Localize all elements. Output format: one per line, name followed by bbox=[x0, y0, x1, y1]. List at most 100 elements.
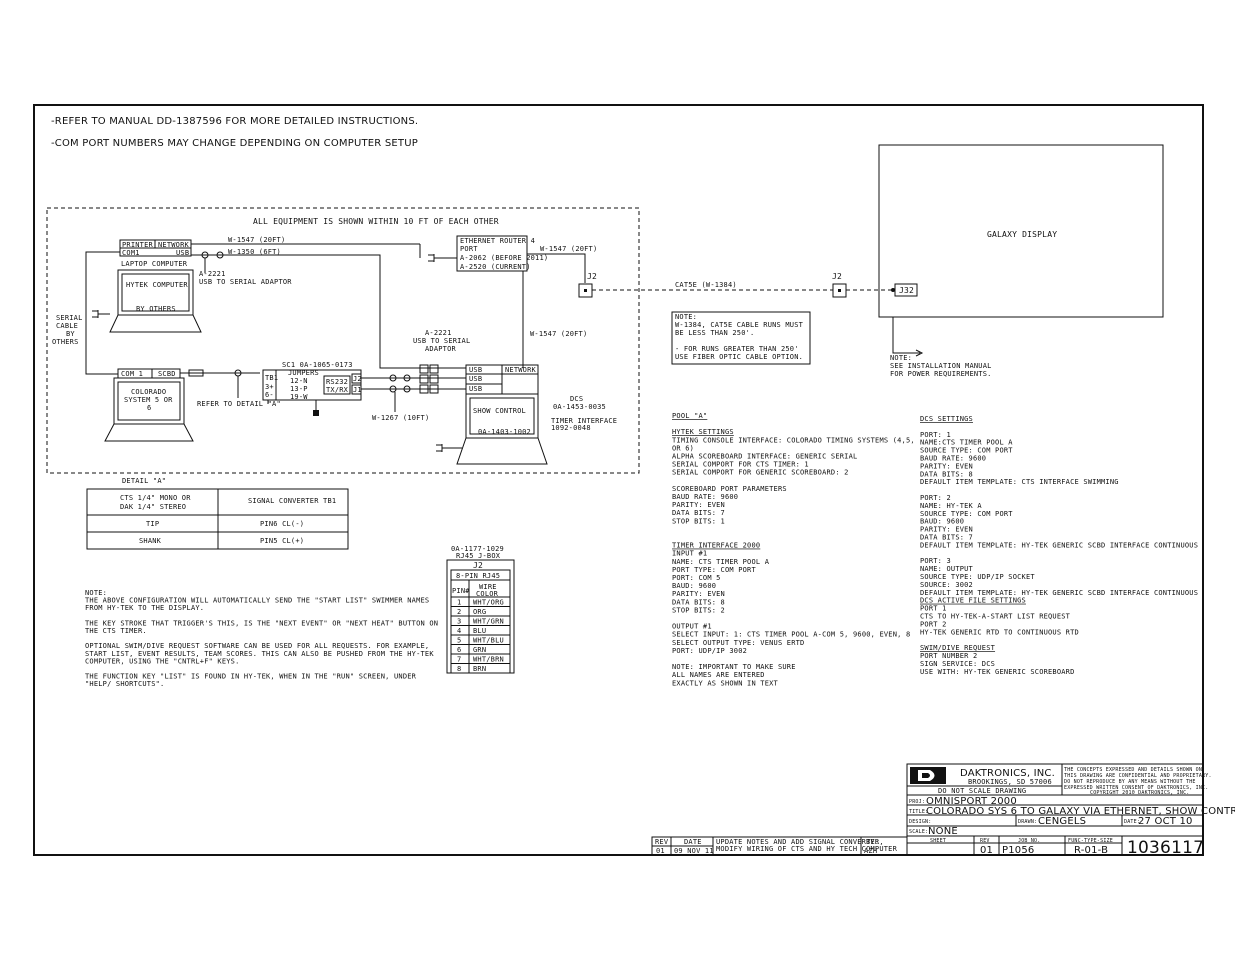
cat5-note-l1: NOTE: bbox=[675, 313, 697, 321]
func-value: R-01-B bbox=[1074, 845, 1108, 856]
laptop2-usb1: USB bbox=[469, 366, 482, 374]
bottom_note-line-5: THE CTS TIMER. bbox=[85, 627, 147, 635]
dcs-line-16: DEFAULT ITEM TEMPLATE: HY-TEK GENERIC SC… bbox=[920, 541, 1198, 549]
dcs-line-32: USE WITH: HY-TEK GENERIC SCOREBOARD bbox=[920, 668, 1075, 676]
laptop1-network: NETWORK bbox=[158, 241, 189, 249]
laptop1-usb: USB bbox=[176, 249, 189, 257]
pool-line-7: SERIAL COMPORT FOR GENERIC SCOREBOARD: 2 bbox=[672, 469, 849, 477]
jbox-color: WHT/BRN bbox=[473, 656, 504, 664]
sc1-title: SC1 0A-1065-0173 bbox=[282, 361, 353, 369]
company-name: DAKTRONICS, INC. bbox=[960, 768, 1055, 779]
router-l4: A-2520 (CURRENT) bbox=[460, 263, 531, 271]
design-label: DESIGN: bbox=[909, 819, 931, 825]
laptop2-usb3: USB bbox=[469, 385, 482, 393]
cat5e-label: CAT5E (W-1384) bbox=[675, 281, 737, 289]
laptop1-com1: COM1 bbox=[122, 249, 140, 257]
router-l3: A-2062 (BEFORE 2011) bbox=[460, 254, 548, 262]
dcs-line-3: NAME:CTS TIMER POOL A bbox=[920, 439, 1013, 447]
detail-a-h2: SIGNAL CONVERTER TB1 bbox=[248, 497, 336, 505]
laptop1-title: LAPTOP COMPUTER bbox=[121, 260, 188, 268]
dcs-line-8: DEFAULT ITEM TEMPLATE: CTS INTERFACE SWI… bbox=[920, 478, 1119, 486]
dcs-line-14: PARITY: EVEN bbox=[920, 526, 973, 534]
rev-date: 09 NOV 11 bbox=[674, 847, 714, 855]
bottom_note-line-1: THE ABOVE CONFIGURATION WILL AUTOMATICAL… bbox=[85, 597, 429, 605]
jbox-desc: RJ45 J-BOX bbox=[456, 552, 501, 560]
serial-cable-l1: SERIAL bbox=[56, 314, 83, 322]
dcs-line-5: BAUD RATE: 9600 bbox=[920, 455, 986, 463]
pool-line-19: PORT TYPE: COM PORT bbox=[672, 566, 756, 574]
dcs-line-26: PORT 2 bbox=[920, 620, 947, 628]
bottom_note-line-8: START LIST, EVENT RESULTS, TEAM SCORES. … bbox=[85, 650, 434, 658]
drawing-number: 1036117 bbox=[1127, 838, 1204, 858]
legal-l3: DO NOT REPRODUCE BY ANY MEANS WITHOUT TH… bbox=[1064, 779, 1196, 785]
bottom_note-line-0: NOTE: bbox=[85, 589, 107, 597]
pool-line-26: OUTPUT #1 bbox=[672, 623, 712, 631]
jbox-pin: 5 bbox=[457, 637, 461, 645]
laptop2-part: 0A-1403-1002 bbox=[478, 428, 531, 436]
jbox-wire-label: WIRE bbox=[479, 583, 497, 591]
no-scale: DO NOT SCALE DRAWING bbox=[938, 787, 1026, 795]
jbox-color: BLU bbox=[473, 627, 486, 635]
colorado-com1: COM 1 bbox=[121, 370, 143, 378]
rev-date-label: DATE bbox=[684, 838, 702, 846]
pool-line-4: OR 6) bbox=[672, 444, 694, 452]
rev-value-tb: 01 bbox=[980, 845, 993, 856]
rev-desc2: MODIFY WIRING OF CTS AND HY TECH COMPUTE… bbox=[716, 845, 898, 853]
j2-left-label: J2 bbox=[587, 272, 597, 281]
dcs-line-13: BAUD: 9600 bbox=[920, 518, 964, 526]
pool-line-32: ALL NAMES ARE ENTERED bbox=[672, 671, 765, 679]
sc1-p3: 3+ bbox=[265, 383, 274, 391]
bottom_note-line-9: COMPUTER, USING THE "CNTRL+F" KEYS. bbox=[85, 657, 240, 665]
show-control-laptop: USB NETWORK USB USB SHOW CONTROL 0A-1403… bbox=[456, 364, 548, 465]
serial-cable-l3: BY bbox=[66, 330, 75, 338]
pool-line-31: NOTE: IMPORTANT TO MAKE SURE bbox=[672, 663, 796, 671]
pool-line-21: BAUD: 9600 bbox=[672, 582, 716, 590]
date-label: DATE: bbox=[1124, 819, 1140, 825]
dcs-line-10: PORT: 2 bbox=[920, 494, 951, 502]
pool-line-3: TIMING CONSOLE INTERFACE: COLORADO TIMIN… bbox=[672, 436, 915, 444]
colorado-l2: SYSTEM 5 OR bbox=[124, 396, 173, 404]
title-value: COLORADO SYS 6 TO GALAXY VIA ETHERNET, S… bbox=[926, 806, 1235, 817]
rev-by-label: BY: bbox=[866, 838, 879, 846]
company-city: BROOKINGS, SD 57006 bbox=[968, 778, 1052, 786]
router-l2: PORT bbox=[460, 245, 478, 253]
jbox-pin: 2 bbox=[457, 608, 461, 616]
jbox-pin: 1 bbox=[457, 599, 461, 607]
cable-w1547-a: W-1547 (20FT) bbox=[228, 236, 285, 244]
dcs-line-4: SOURCE TYPE: COM PORT bbox=[920, 447, 1013, 455]
laptop2-usb2: USB bbox=[469, 375, 482, 383]
pool-line-13: STOP BITS: 1 bbox=[672, 517, 725, 525]
sheet-label: SHEET bbox=[930, 838, 946, 844]
hytek-laptop: PRINTER NETWORK COM1 USB LAPTOP COMPUTER… bbox=[109, 239, 202, 333]
router-l1: ETHERNET ROUTER 4 bbox=[460, 237, 535, 245]
sc1-tb1: TB1 bbox=[265, 374, 278, 382]
bottom_note-line-12: "HELP/ SHORTCUTS". bbox=[85, 680, 164, 688]
colorado-timer: COM 1 SCBD COLORADO SYSTEM 5 OR 6 bbox=[104, 368, 194, 442]
dcs-line-11: NAME: HY-TEK A bbox=[920, 502, 982, 510]
jbox-pin: 8 bbox=[457, 665, 461, 673]
sc1-j1: 12-N bbox=[290, 377, 308, 385]
rev-value: 01 bbox=[656, 847, 665, 855]
cable-w1547-c: W-1547 (20FT) bbox=[530, 330, 587, 338]
detail-a-h1b: DAK 1/4" STEREO bbox=[120, 503, 186, 511]
detail-a-r1b: PIN6 CL(-) bbox=[260, 520, 304, 528]
rev-label-tb: REV bbox=[980, 838, 990, 844]
pool-line-6: SERIAL COMPORT FOR CTS TIMER: 1 bbox=[672, 461, 809, 469]
title-block: DAKTRONICS, INC. BROOKINGS, SD 57006 DO … bbox=[906, 763, 1235, 858]
pool-line-2: HYTEK SETTINGS bbox=[672, 428, 734, 436]
jbox-color: WHT/BLU bbox=[473, 637, 504, 645]
adaptor2-part: A-2221 bbox=[425, 329, 452, 337]
colorado-l1: COLORADO bbox=[131, 388, 166, 396]
dcs-line-21: SOURCE: 3002 bbox=[920, 581, 973, 589]
cable-w1547-b: W-1547 (20FT) bbox=[540, 245, 597, 253]
pool-line-24: STOP BITS: 2 bbox=[672, 606, 725, 614]
pool-line-28: SELECT OUTPUT TYPE: VENUS ERTD bbox=[672, 639, 804, 647]
legal-l1: THE CONCEPTS EXPRESSED AND DETAILS SHOWN… bbox=[1064, 767, 1202, 773]
bottom_note-line-2: FROM HY-TEK TO THE DISPLAY. bbox=[85, 604, 204, 612]
header-note-1: -REFER TO MANUAL DD-1387596 FOR MORE DET… bbox=[51, 116, 418, 127]
colorado-l3: 6 bbox=[147, 404, 151, 412]
legal-l2: THIS DRAWING ARE CONFIDENTIAL AND PROPRI… bbox=[1064, 773, 1212, 779]
jbox-hdr: 8-PIN RJ45 bbox=[456, 572, 500, 580]
